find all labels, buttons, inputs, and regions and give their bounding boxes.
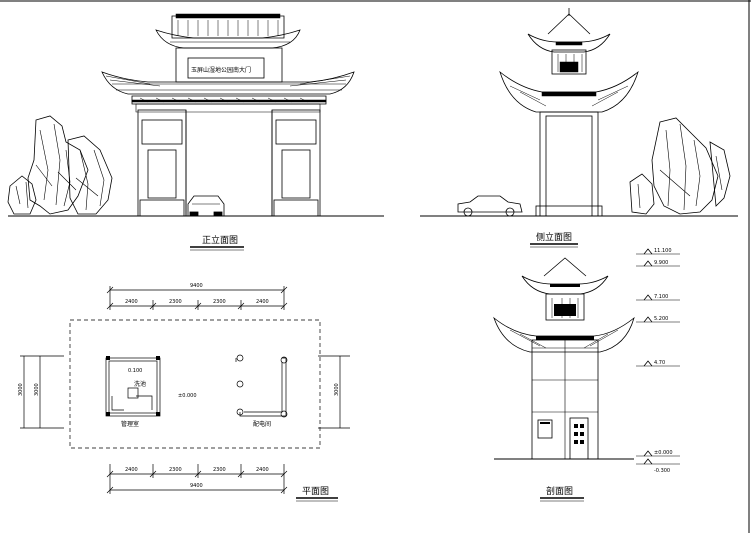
- plan-left-dim: 3000: [18, 383, 24, 396]
- plan-level-label: ±0.000: [178, 393, 197, 399]
- plan-bottom-dim: 2400: [256, 467, 269, 473]
- plan-top-dim: 2400: [256, 299, 269, 305]
- plan-bottom-total: 9400: [190, 483, 203, 489]
- plan-left-dim: 3000: [34, 383, 40, 396]
- car-side: [457, 195, 523, 217]
- car-front: [187, 195, 225, 217]
- plan-right-dim: 3000: [334, 383, 340, 396]
- level-label: ±0.000: [654, 450, 673, 456]
- side-elevation: [420, 8, 738, 217]
- plan-top-dim: 2400: [125, 299, 138, 305]
- section-level-labels: 11.100 9.900 7.100 5.200 4.70 ±0.000 -0.…: [654, 248, 673, 474]
- plan-room-walls: [106, 356, 160, 416]
- plan-bottom-dim: 2300: [213, 467, 226, 473]
- plan-bottom-dim: 2400: [125, 467, 138, 473]
- level-label: 7.100: [654, 294, 668, 300]
- plaque-text: 玉屏山湿地公园南大门: [191, 66, 251, 74]
- plan-title: 平面图: [302, 486, 329, 497]
- room-level-label: 0.100: [128, 368, 142, 374]
- fixture-label: 洗池: [134, 380, 146, 388]
- side-elevation-title: 侧立面图: [536, 231, 572, 243]
- right-room-label: 配电间: [253, 420, 271, 428]
- plan-top-dim: 2300: [213, 299, 226, 305]
- level-label: 9.900: [654, 260, 668, 266]
- front-elevation-title: 正立面图: [202, 234, 238, 246]
- front-elevation: [7, 15, 384, 217]
- rock-left: [7, 115, 113, 215]
- plan-top-total: 9400: [190, 283, 203, 289]
- level-label: 11.100: [654, 248, 672, 254]
- section-title: 剖面图: [546, 485, 573, 497]
- plan-view: [20, 286, 350, 494]
- side-roof-shading: [541, 41, 597, 97]
- front-roof-shading: [105, 13, 351, 103]
- plan-bottom-dim-labels: 2400 2300 2300 2400 9400: [125, 467, 269, 489]
- level-label: 5.200: [654, 316, 668, 322]
- plan-top-dim: 2300: [169, 299, 182, 305]
- level-label: 4.70: [654, 360, 665, 366]
- rock-right: [629, 117, 731, 215]
- plan-top-dim-labels: 9400 2400 2300 2300 2400: [125, 283, 269, 305]
- plan-bottom-dim: 2300: [169, 467, 182, 473]
- section-shading: [536, 284, 594, 444]
- level-label: -0.300: [654, 468, 670, 474]
- section-view: [493, 248, 680, 465]
- left-room-label: 管理室: [121, 420, 139, 428]
